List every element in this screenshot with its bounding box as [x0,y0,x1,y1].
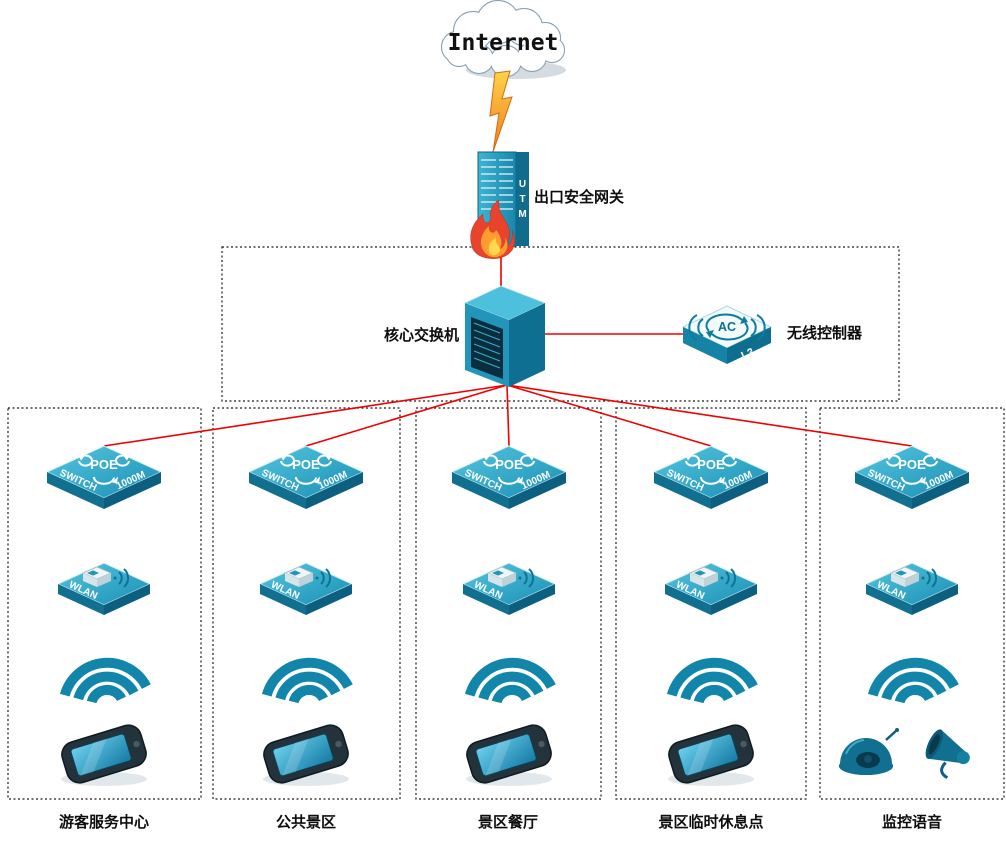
utm-gateway-icon: U T M [470,151,529,259]
branch-box-4 [615,407,807,800]
speaker-back-cap [956,751,970,765]
link-core-branch-3 [506,384,510,447]
utm-letter-u: U [519,179,526,190]
ac-ring-arc [711,322,749,341]
wlan-ap-icon [664,562,758,616]
branch-5 [839,445,970,780]
branch-box-2 [212,407,401,800]
speaker-icon [925,729,970,780]
dome-highlight [845,739,865,755]
wifi-waves-icon [264,659,349,705]
poe-switch-icon [854,445,970,510]
branch-2 [248,445,364,787]
camera-icon [839,728,899,775]
gateway-caption: 出口安全网关 [534,188,624,206]
signal-arc-icon [697,318,704,337]
internet-label: Internet [448,30,559,56]
ac-right-edge [727,327,771,364]
poe-switch-icon [451,445,567,510]
camera-lens [864,755,872,763]
branch-label-4: 景区临时休息点 [658,813,763,831]
ac-ring-arc [705,313,743,332]
wifi-waves-icon [62,659,147,705]
core-port-rows [473,322,501,369]
ac-layer-label: L3 [739,346,756,362]
core-caption: 核心交换机 [384,326,459,344]
internet-cloud: Internet [440,0,566,79]
link-core-branch-4 [506,384,712,447]
flame-core [488,238,500,256]
speaker-bell-inner [928,734,940,755]
speaker-bracket [940,761,949,780]
branch-label-3: 景区餐厅 [478,813,538,831]
arrowhead [706,330,714,338]
wifi-waves-icon [669,659,754,705]
signal-arc-icon [750,318,757,337]
wifi-waves-icon [467,659,552,705]
branch-3 [451,445,567,787]
lightning-bolt-icon [489,70,513,153]
ac-caption: 无线控制器 [786,324,863,342]
speaker-cone [927,729,966,764]
utm-side-panel [516,152,529,246]
link-core-branch-1 [103,384,508,447]
branch-label-1: 游客服务中心 [59,813,149,831]
poe-switch-icon [248,445,364,510]
arrowhead [740,316,748,324]
ac-left-edge [683,327,727,364]
ac-controller-icon: AC L3 [681,305,773,364]
smartphone-icon [664,721,758,787]
antenna-tip [895,728,899,732]
wlan-ap-icon [865,562,959,616]
utm-letter-m: M [518,209,526,220]
camera-antenna [885,729,898,741]
core-port-panel [471,317,503,379]
branch-box-1 [7,407,202,800]
link-core-branch-5 [506,384,913,447]
utm-letter-t: T [519,194,525,205]
core-right-face [509,303,545,387]
smartphone-icon [462,721,556,787]
wifi-waves-icon [870,659,955,705]
poe-switch-icon [46,445,162,510]
branch-label-5: 监控语音 [882,813,942,831]
ac-label: AC [718,320,736,334]
smartphone-icon [259,721,353,787]
branch-label-2: 公共景区 [276,813,336,831]
branch-4 [653,445,769,787]
branch-1 [46,445,162,787]
smartphone-icon [57,721,151,787]
wlan-ap-icon [259,562,353,616]
cloud-fill [442,1,564,76]
wlan-ap-icon [462,562,556,616]
branch-box-5 [819,407,1005,800]
core-switch-icon [463,285,547,387]
utm-vents [481,159,513,210]
signal-arc-icon [756,314,766,341]
poe-switch-icon [653,445,769,510]
core-group-box [221,246,900,402]
wlan-ap-icon [57,562,151,616]
signal-arc-icon [688,314,698,341]
link-core-branch-2 [305,384,508,447]
